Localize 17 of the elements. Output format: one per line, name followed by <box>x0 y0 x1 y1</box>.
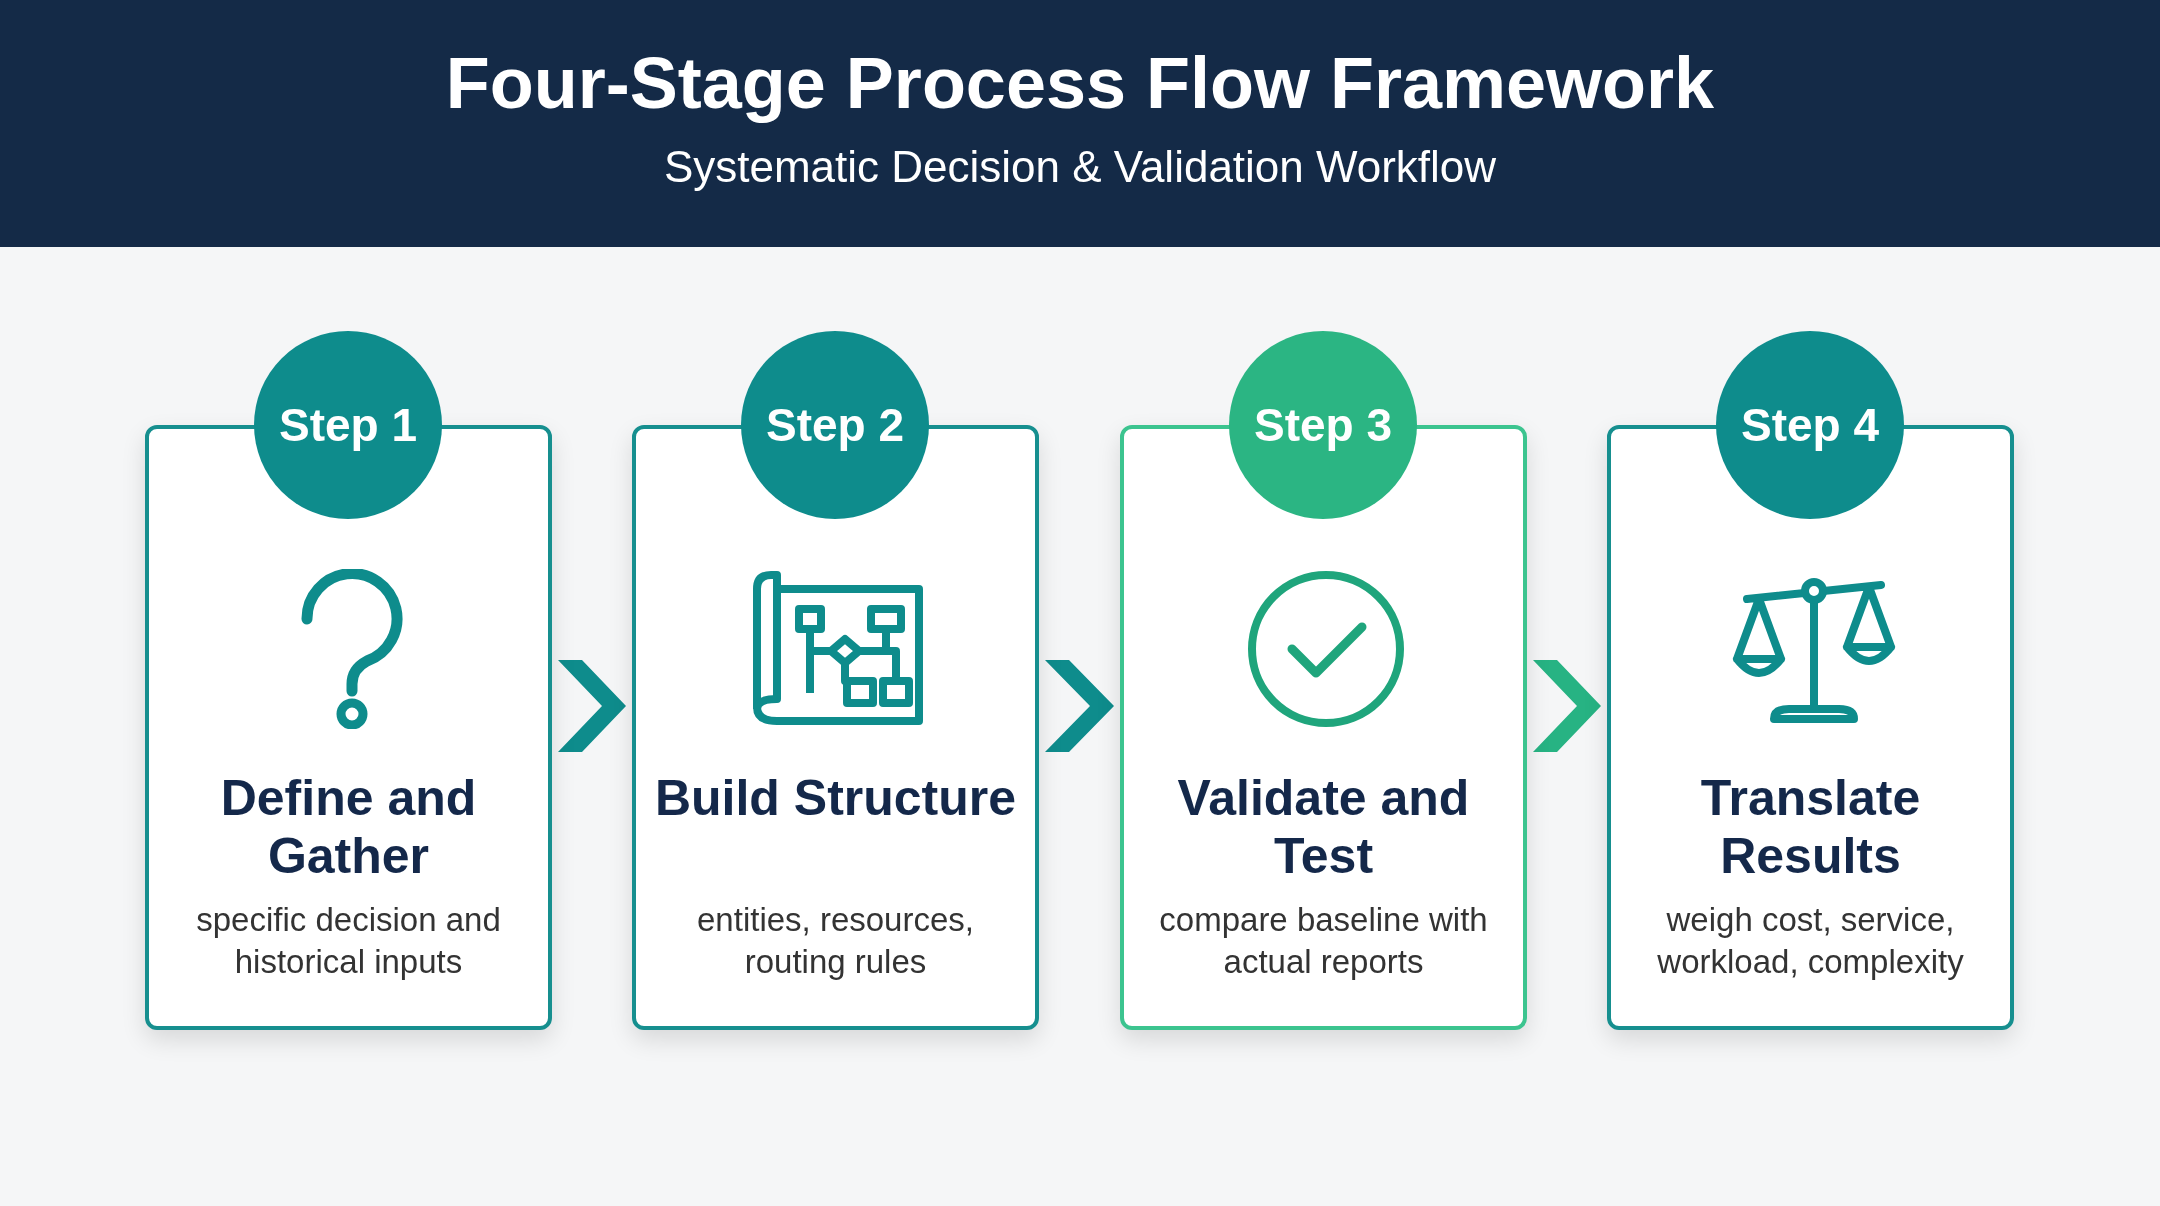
chevron-arrow <box>1533 660 1601 752</box>
step-description: entities, resources, routing rules <box>696 900 975 982</box>
chevron-arrow <box>1045 660 1114 752</box>
step-number: Step 2 <box>765 398 904 452</box>
step-heading: Validate and Test <box>1176 769 1471 885</box>
step-heading: Translate Results <box>1699 769 1922 885</box>
step-number: Step 1 <box>278 398 417 452</box>
subtitle: Systematic Decision & Validation Workflow <box>662 142 1498 192</box>
chevron-arrow <box>558 660 626 752</box>
step-number: Step 4 <box>1740 398 1879 452</box>
step-description: weigh cost, service, workload, complexity <box>1656 900 1965 982</box>
step-heading: Define and Gather <box>219 769 478 885</box>
step-description: compare baseline with actual reports <box>1158 900 1489 982</box>
step-heading: Build Structure <box>653 769 1018 827</box>
title: Four-Stage Process Flow Framework <box>444 42 1716 124</box>
step-number: Step 3 <box>1253 398 1392 452</box>
step-description: specific decision and historical inputs <box>195 900 502 982</box>
